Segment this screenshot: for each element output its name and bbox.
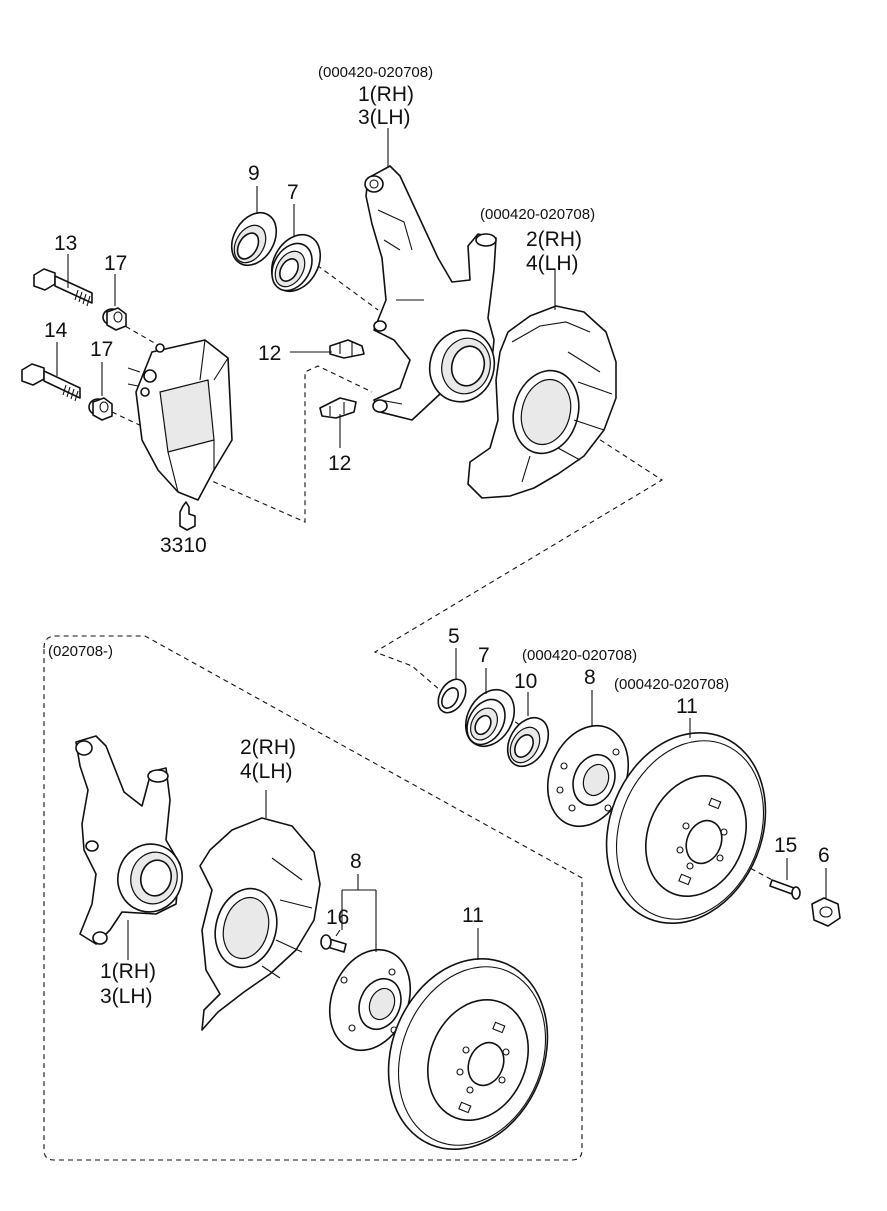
- brake-caliper: [127, 339, 233, 501]
- brake-disc-11-mid: [605, 731, 767, 925]
- inset-frame: [43, 635, 583, 1161]
- label-part-9: 9: [248, 162, 260, 185]
- label-part-7-mid: 7: [478, 644, 490, 667]
- oil-seal-9: [230, 211, 278, 267]
- bolt-13: [33, 268, 93, 307]
- callout-labels: (000420-020708) 1(RH) 3(LH) (000420-0207…: [44, 64, 830, 1008]
- label-part-7-top: 7: [287, 181, 299, 204]
- label-part-8-inset: 8: [350, 850, 362, 873]
- wheel-hub-8-mid: [546, 724, 630, 828]
- bushing-17-upper: [102, 307, 127, 331]
- hub-bolt-16: [320, 934, 347, 953]
- leader-lines: [56, 128, 827, 960]
- steering-knuckle-inset: [75, 735, 183, 945]
- label-part-14: 14: [44, 319, 68, 342]
- label-part-10: 10: [514, 670, 537, 693]
- oil-seal-10: [506, 716, 550, 768]
- label-inset-shield-rh: 2(RH): [240, 736, 296, 759]
- label-part-6: 6: [818, 844, 830, 867]
- nut-6: [811, 897, 841, 927]
- label-part-17-a: 17: [104, 252, 127, 275]
- label-inset-knuckle-lh: 3(LH): [100, 985, 153, 1008]
- brake-disc-11-inset: [387, 957, 549, 1151]
- label-part-3310: 3310: [160, 534, 207, 557]
- label-shield-top-lh: 4(LH): [526, 252, 579, 275]
- hand-pointer-icon: [179, 501, 196, 531]
- label-knuckle-top-lh: 3(LH): [358, 106, 411, 129]
- label-part-13: 13: [54, 232, 77, 255]
- dust-shield-inset: [199, 817, 321, 1031]
- label-inset-shield-lh: 4(LH): [240, 760, 293, 783]
- label-shield-top-date: (000420-020708): [480, 206, 595, 223]
- label-part-17-b: 17: [90, 338, 113, 361]
- label-inset-knuckle-rh: 1(RH): [100, 960, 156, 983]
- dust-shield-top: [467, 305, 617, 499]
- steering-knuckle-top: [364, 165, 497, 421]
- label-shield-top-rh: 2(RH): [526, 228, 582, 251]
- label-part-11-mid: 11: [676, 695, 698, 718]
- pad-clip-12-upper: [329, 339, 365, 359]
- label-knuckle-top-rh: 1(RH): [358, 83, 414, 106]
- pad-clip-12-lower: [319, 397, 357, 419]
- label-part-12-b: 12: [328, 452, 351, 475]
- label-inset-date: (020708-): [48, 643, 113, 660]
- label-part-5: 5: [448, 625, 460, 648]
- label-part-16: 16: [326, 906, 349, 929]
- label-part-8-mid: 8: [584, 666, 596, 689]
- label-knuckle-top-date: (000420-020708): [318, 64, 433, 81]
- dust-seal-5: [437, 678, 467, 714]
- wheel-bearing-7-mid: [464, 688, 516, 748]
- label-part-15: 15: [774, 834, 797, 857]
- bolt-15: [769, 879, 801, 900]
- wheel-bearing-7-top: [270, 233, 322, 293]
- label-part-11-inset: 11: [462, 904, 484, 927]
- label-part-12-a: 12: [258, 342, 281, 365]
- label-disc-date: (000420-020708): [614, 676, 729, 693]
- bolt-14: [21, 363, 81, 402]
- label-hub-date: (000420-020708): [522, 647, 637, 664]
- bushing-17-lower: [88, 397, 113, 421]
